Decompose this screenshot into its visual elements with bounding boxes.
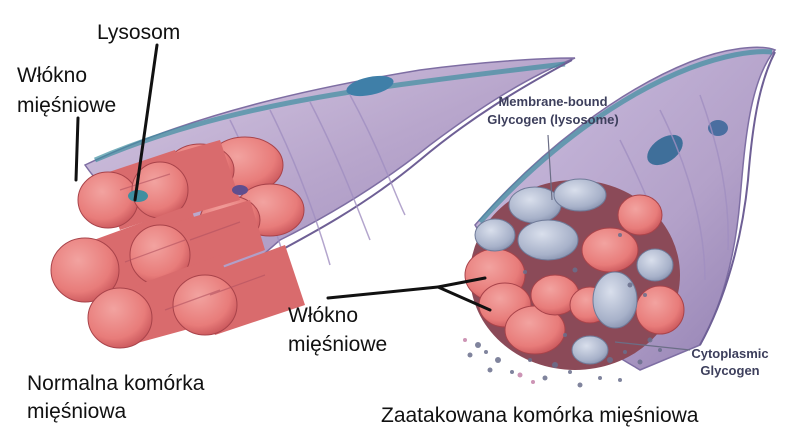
label-cytoplasmic-line2: Glycogen xyxy=(680,363,780,379)
fiber-left-leader xyxy=(76,118,78,180)
label-fiber-right-line1: Włókno xyxy=(288,303,358,329)
caption-normal-line2: mięśniowa xyxy=(27,398,126,426)
label-fiber-right-line2: mięśniowe xyxy=(288,332,387,358)
caption-affected: Zaatakowana komórka mięśniowa xyxy=(381,402,698,430)
caption-normal-line1: Normalna komórka xyxy=(27,370,204,398)
label-membrane-glycogen-line1: Membrane-bound xyxy=(468,94,638,110)
label-lysosome: Lysosom xyxy=(97,20,180,46)
fiber-right-leader-a xyxy=(328,287,438,298)
label-cytoplasmic-line1: Cytoplasmic xyxy=(680,346,780,362)
label-fiber-left-line2: mięśniowe xyxy=(17,93,116,119)
label-fiber-left-line1: Włókno xyxy=(17,63,87,89)
label-membrane-glycogen-line2: Glycogen (lysosome) xyxy=(468,112,638,128)
